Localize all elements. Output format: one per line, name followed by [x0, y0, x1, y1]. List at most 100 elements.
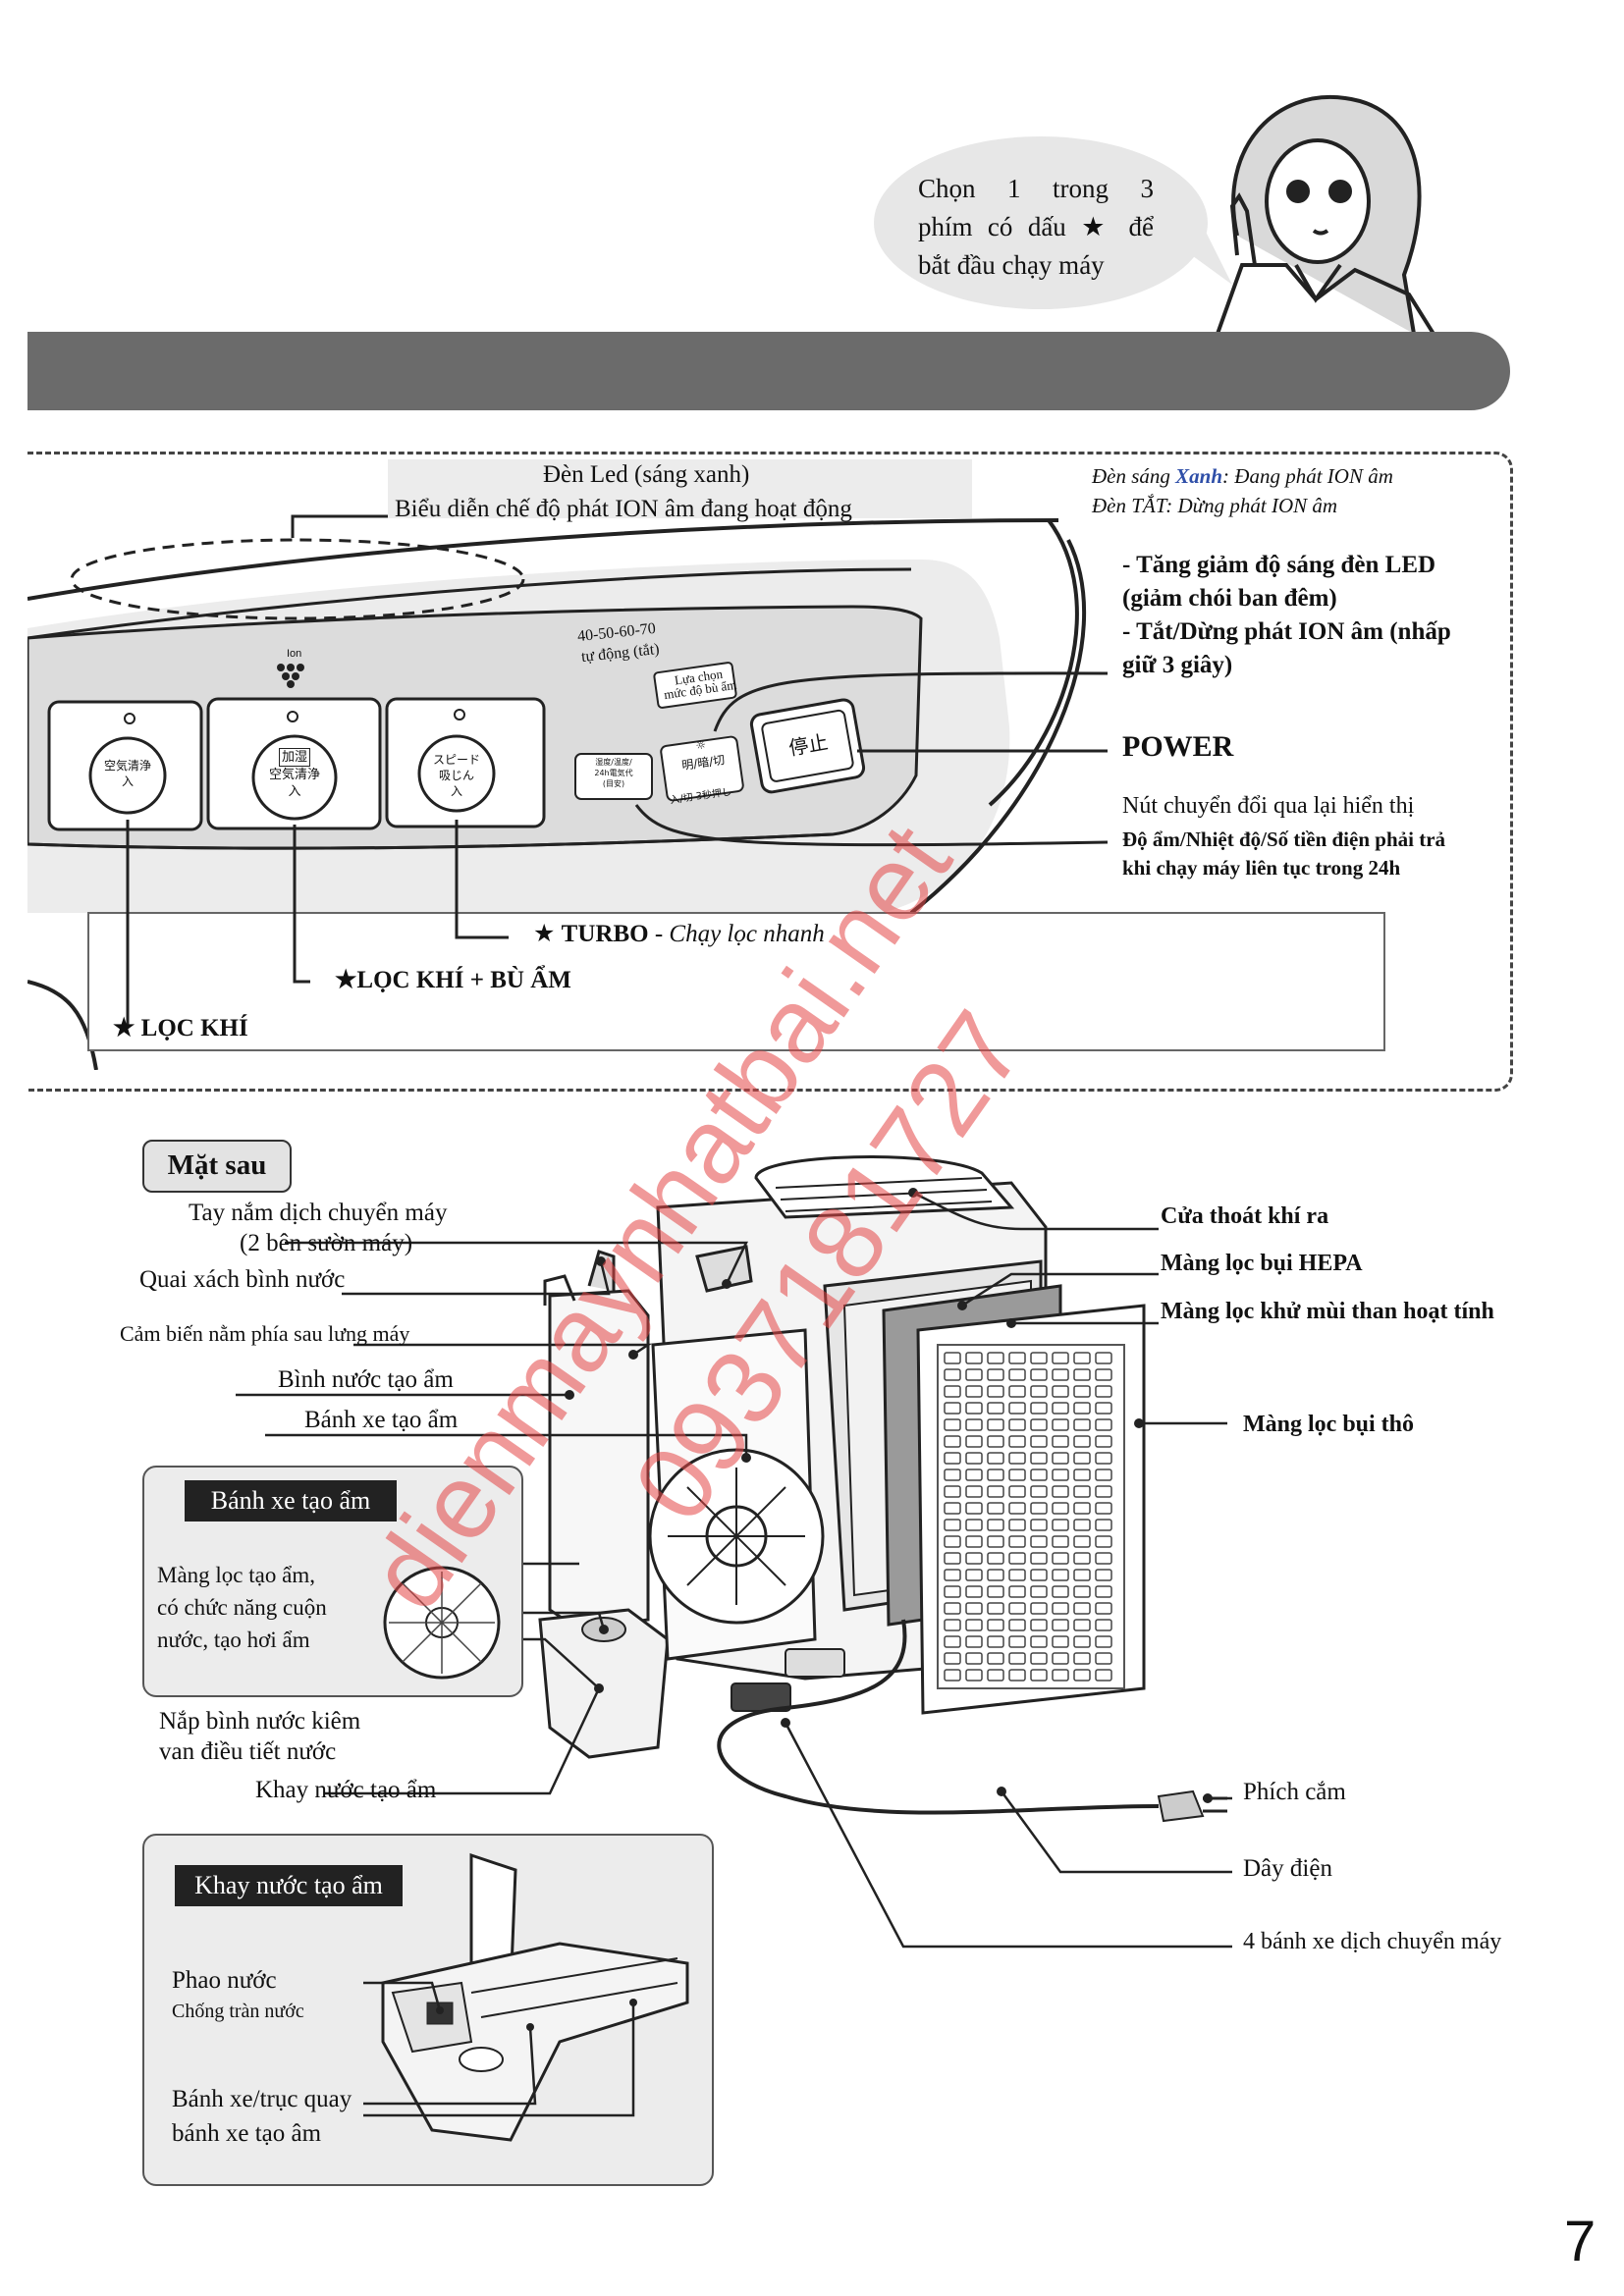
filter-hole	[944, 1402, 961, 1415]
filter-hole	[944, 1368, 961, 1381]
brightness-line4: giữ 3 giây)	[1122, 652, 1233, 678]
label-sensor: Cảm biến nằm phía sau lưng máy	[120, 1321, 410, 1346]
ion-note-line1: Đèn sáng Xanh: Đang phát ION âm	[1092, 464, 1393, 489]
filter-hole	[1052, 1368, 1069, 1381]
filter-hole	[987, 1402, 1004, 1415]
star-icon: ★	[335, 967, 357, 993]
filter-hole	[1073, 1368, 1091, 1381]
filter-hole	[1095, 1569, 1112, 1581]
filter-hole	[1052, 1619, 1069, 1631]
ion-note-color-word: Xanh	[1175, 464, 1223, 488]
filter-hole	[965, 1602, 983, 1615]
filter-hole	[965, 1352, 983, 1364]
filter-hole	[1095, 1485, 1112, 1498]
wheel-inset-desc: Màng lọc tạo ẩm, có chức năng cuộn nước,…	[157, 1559, 327, 1656]
filter-hole	[965, 1585, 983, 1598]
filter-hole	[1073, 1619, 1091, 1631]
filter-hole	[1052, 1402, 1069, 1415]
filter-hole	[1008, 1669, 1026, 1682]
filter-hole	[944, 1585, 961, 1598]
speech-line-2: phím có dấu ★ để	[918, 212, 1154, 241]
button-display-mode[interactable]: 湿度/温度/ 24h電気代 (目安)	[577, 757, 650, 789]
filter-hole	[1052, 1585, 1069, 1598]
filter-hole	[1008, 1652, 1026, 1665]
filter-hole	[1095, 1535, 1112, 1548]
filter-hole	[1073, 1435, 1091, 1448]
button-turbo[interactable]: スピード 吸じん 入	[425, 752, 488, 799]
filter-hole	[1052, 1452, 1069, 1465]
section-header-bar	[27, 332, 1510, 410]
filter-hole	[1008, 1468, 1026, 1481]
filter-hole	[1095, 1552, 1112, 1565]
filter-hole	[1073, 1585, 1091, 1598]
filter-hole	[965, 1652, 983, 1665]
filter-hole	[1008, 1385, 1026, 1398]
wheel-filter-icon	[383, 1566, 501, 1680]
button-bu-am-jp2: 入	[288, 784, 301, 799]
filter-hole	[1073, 1552, 1091, 1565]
filter-hole	[1008, 1569, 1026, 1581]
filter-hole	[987, 1502, 1004, 1515]
filter-hole	[1073, 1468, 1091, 1481]
filter-hole	[987, 1635, 1004, 1648]
filter-hole	[1052, 1669, 1069, 1682]
filter-hole	[965, 1552, 983, 1565]
filter-hole	[1095, 1402, 1112, 1415]
filter-hole	[1052, 1435, 1069, 1448]
speech-bubble-text: Chọn 1 trong 3 phím có dấu ★ để bắt đầu …	[918, 170, 1154, 285]
ion-symbol-label: Ion	[287, 648, 302, 660]
ion-note-suffix: : Đang phát ION âm	[1222, 464, 1393, 488]
filter-hole	[1095, 1669, 1112, 1682]
label-tank-cap-line1: Nắp bình nước kiêm	[159, 1708, 361, 1735]
power-label: POWER	[1122, 730, 1234, 763]
filter-hole	[944, 1452, 961, 1465]
filter-hole	[965, 1502, 983, 1515]
filter-hole	[1052, 1468, 1069, 1481]
tray-shaft-line2: bánh xe tạo âm	[172, 2120, 322, 2147]
tray-float-sub: Chống tràn nước	[172, 2001, 304, 2022]
turbo-name: TURBO	[561, 921, 649, 947]
label-tank-cap-line2: van điều tiết nước	[159, 1738, 337, 1765]
filter-hole	[944, 1519, 961, 1531]
filter-hole	[987, 1535, 1004, 1548]
filter-hole	[1030, 1468, 1048, 1481]
button-loc-khi[interactable]: 空気清浄 入	[96, 758, 159, 789]
filter-hole	[965, 1619, 983, 1631]
filter-hole	[1008, 1485, 1026, 1498]
filter-hole	[944, 1435, 961, 1448]
button-bu-am-jp-top: 加湿	[278, 748, 310, 767]
filter-hole	[1095, 1435, 1112, 1448]
button-turbo-jp1: スピード	[432, 753, 480, 767]
filter-hole	[1095, 1602, 1112, 1615]
loc-khi-bu-am-text: LỌC KHÍ + BÙ ẨM	[356, 967, 571, 993]
speech-line-1: Chọn 1 trong 3	[918, 174, 1154, 203]
label-humidify-wheel: Bánh xe tạo ẩm	[304, 1407, 459, 1433]
filter-hole	[1095, 1619, 1112, 1631]
filter-hole	[1073, 1569, 1091, 1581]
filter-hole	[1095, 1502, 1112, 1515]
filter-hole	[965, 1519, 983, 1531]
filter-hole	[1052, 1502, 1069, 1515]
label-water-tank: Bình nước tạo ẩm	[278, 1366, 454, 1393]
filter-hole	[987, 1418, 1004, 1431]
button-loc-khi-bu-am[interactable]: 加湿 空気清浄 入	[257, 748, 332, 800]
filter-hole	[1030, 1352, 1048, 1364]
ion-note-line2: Đèn TẮT: Dừng phát ION âm	[1092, 494, 1338, 517]
filter-hole	[987, 1619, 1004, 1631]
filter-hole	[1052, 1352, 1069, 1364]
tray-float-label: Phao nước	[172, 1967, 277, 1994]
filter-hole	[965, 1569, 983, 1581]
filter-hole	[987, 1352, 1004, 1364]
tray-shaft-line1: Bánh xe/trục quay	[172, 2086, 352, 2112]
filter-hole	[1052, 1385, 1069, 1398]
filter-hole	[1030, 1652, 1048, 1665]
filter-hole	[1030, 1602, 1048, 1615]
label-plug: Phích cắm	[1243, 1779, 1346, 1805]
tray-inset-title: Khay nước tạo ẩm	[175, 1865, 403, 1906]
wheel-inset-title: Bánh xe tạo ẩm	[185, 1480, 397, 1522]
led-label-bg	[388, 459, 972, 518]
girl-illustration	[1216, 94, 1435, 336]
filter-hole	[1052, 1418, 1069, 1431]
filter-hole	[1008, 1552, 1026, 1565]
label-hepa: Màng lọc bụi HEPA	[1161, 1251, 1363, 1276]
